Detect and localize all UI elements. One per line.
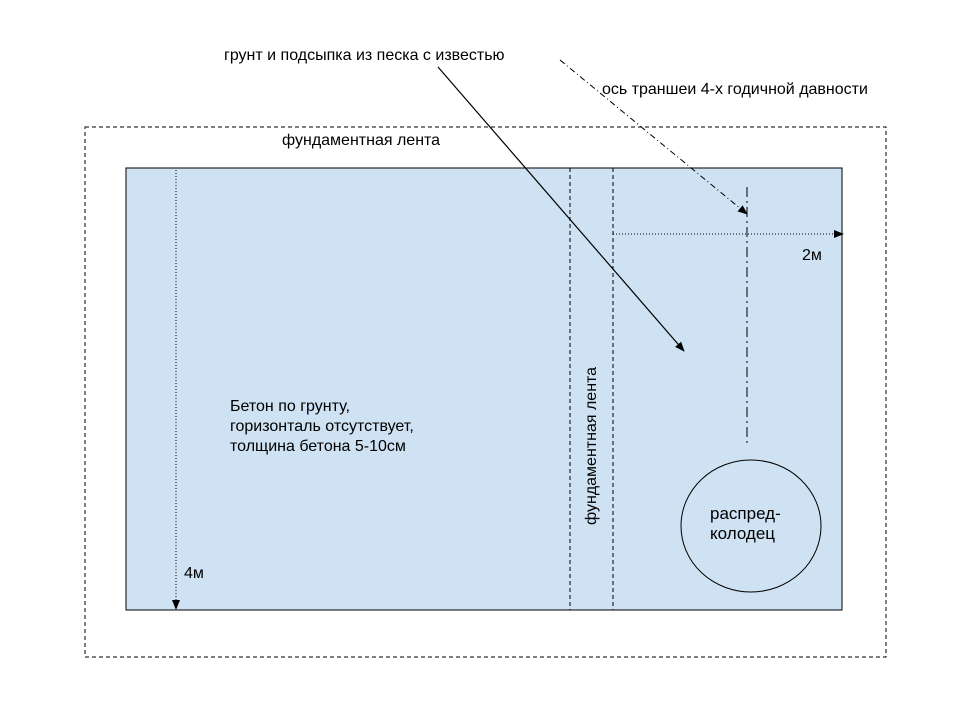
foundation-outline: [84, 126, 887, 658]
soil-fill-leader: [437, 66, 685, 352]
dimension-2m-label: 2м: [802, 247, 822, 264]
distribution-well-circle: [680, 459, 822, 593]
foundation-strip-vertical-label: фундаментная лента: [583, 366, 600, 525]
foundation-strip-top-label: фундаментная лента: [282, 132, 441, 149]
trench-axis-label: ось траншеи 4-х годичной давности: [602, 81, 868, 98]
soil-fill-label: грунт и подсыпка из песка с известью: [224, 47, 505, 64]
concrete-note: Бетон по грунту, горизонталь отсутствует…: [230, 398, 414, 455]
dimension-4m-label: 4м: [184, 565, 204, 582]
concrete-slab: [125, 167, 843, 611]
trench-axis-leader: [559, 59, 748, 215]
distribution-well-label: распред- колодец: [710, 504, 781, 543]
